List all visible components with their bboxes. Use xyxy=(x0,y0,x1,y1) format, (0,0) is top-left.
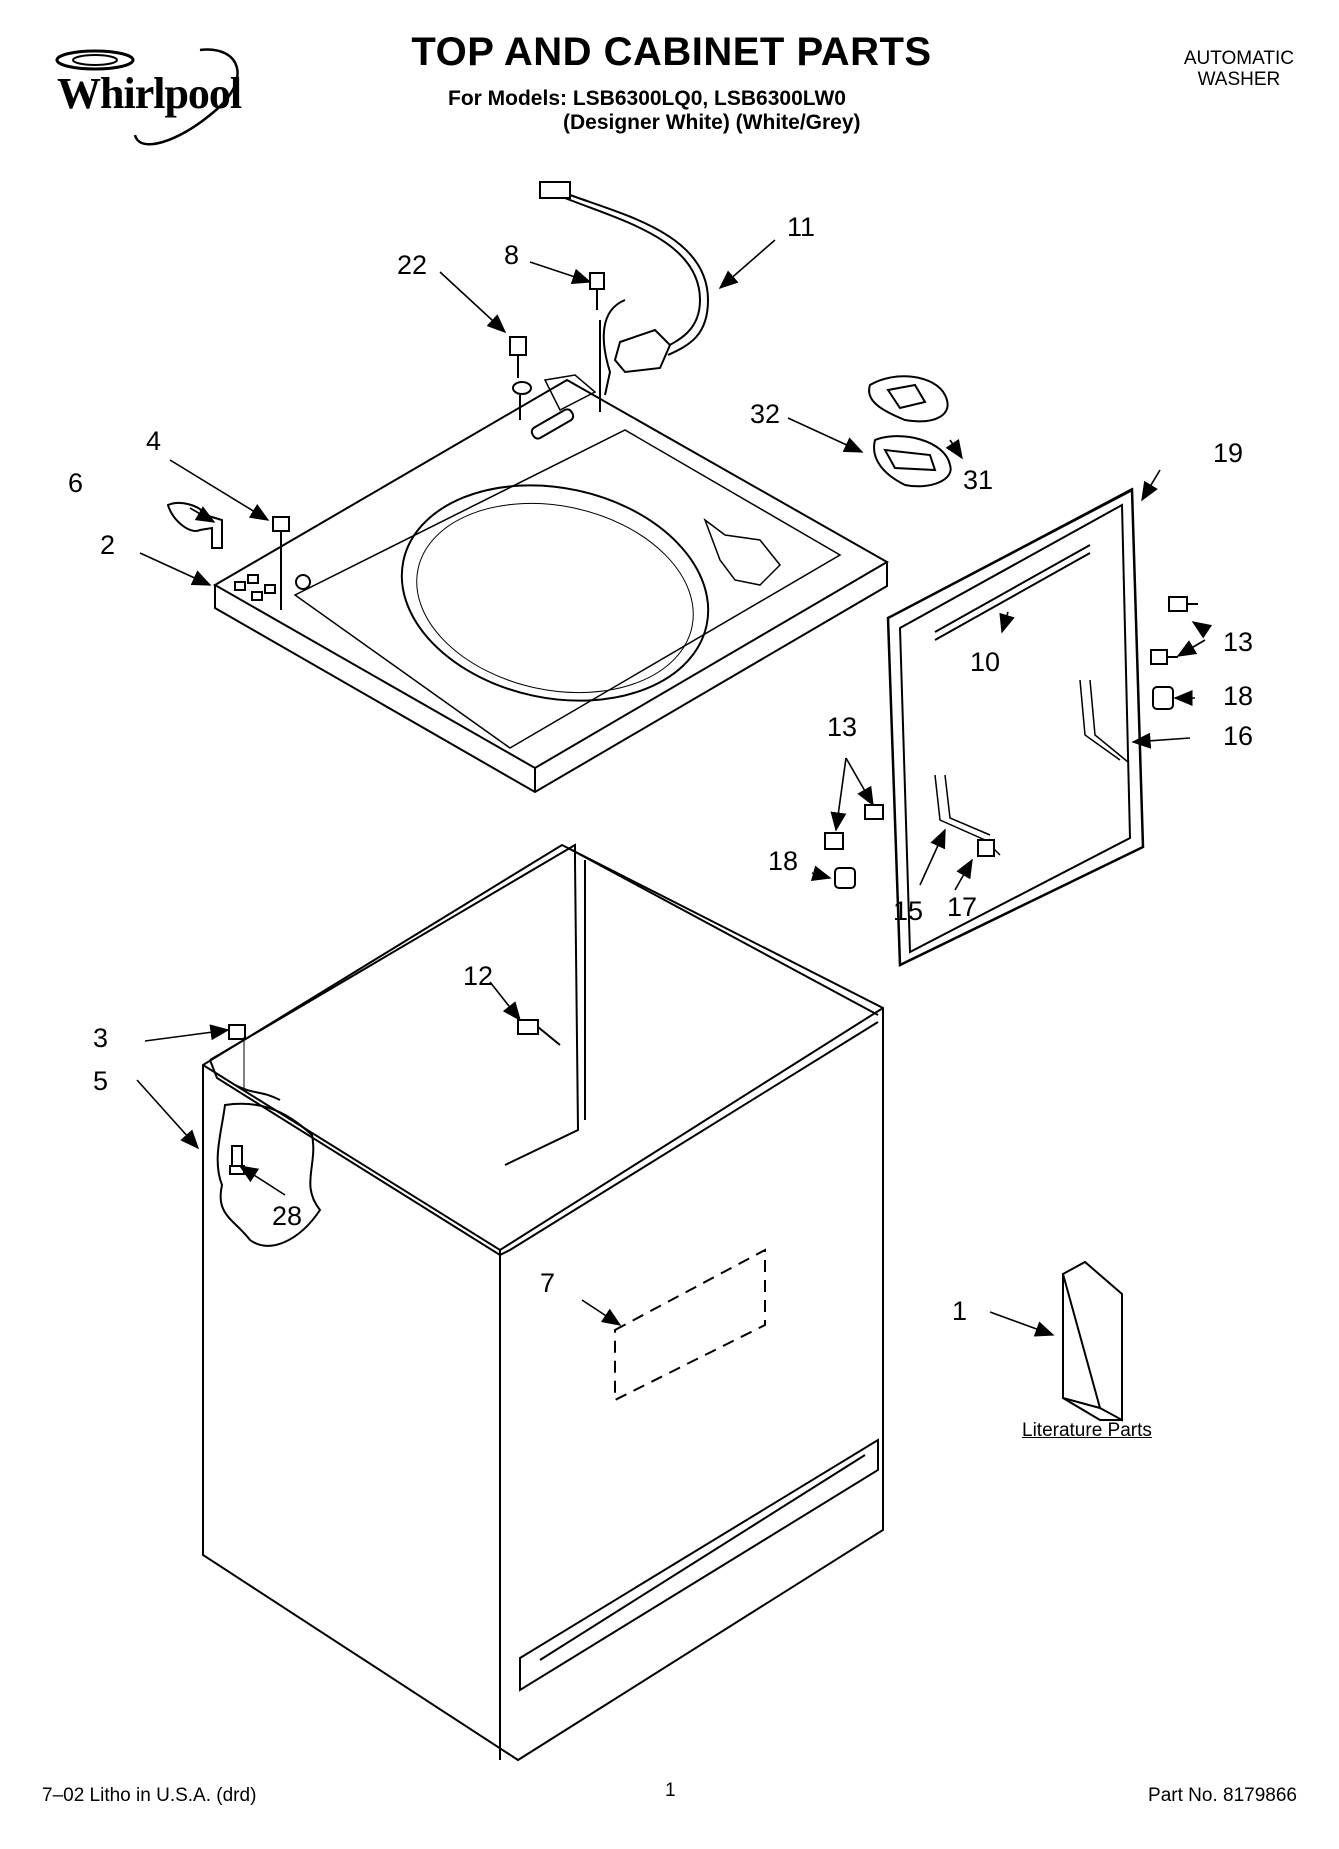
callout-3: 3 xyxy=(93,1023,108,1053)
footer-page-number: 1 xyxy=(665,1780,676,1801)
callout-18-left: 18 xyxy=(768,846,798,876)
washer-cabinet xyxy=(202,843,884,1762)
literature-booklet xyxy=(1061,1260,1123,1422)
callout-13-left: 13 xyxy=(827,712,857,742)
callout-28: 28 xyxy=(272,1201,302,1231)
hinge-caps xyxy=(868,375,952,488)
lid-switch-harness xyxy=(539,181,710,396)
callout-5: 5 xyxy=(93,1066,108,1096)
footer-litho: 7–02 Litho in U.S.A. (drd) xyxy=(42,1785,257,1806)
clip-parts xyxy=(166,502,290,610)
callout-7: 7 xyxy=(540,1268,555,1298)
callout-11: 11 xyxy=(787,212,815,242)
callout-8: 8 xyxy=(504,240,519,270)
callout-12: 12 xyxy=(463,961,493,991)
callout-labels: 1 2 3 4 5 6 7 8 10 11 12 13 13 15 16 17 … xyxy=(68,212,1253,1326)
callout-16: 16 xyxy=(1223,721,1253,751)
footer-part-number: Part No. 8179866 xyxy=(1148,1785,1297,1806)
callout-15: 15 xyxy=(893,896,923,926)
washer-lid xyxy=(824,487,1198,967)
callout-17: 17 xyxy=(947,892,977,922)
callout-4: 4 xyxy=(146,426,161,456)
product-type-line2: WASHER xyxy=(1197,69,1281,90)
callout-10: 10 xyxy=(970,647,1000,677)
callout-2: 2 xyxy=(100,530,115,560)
colors-line: (Designer White) (White/Grey) xyxy=(563,111,861,134)
leader-arrows xyxy=(136,239,1213,1337)
callout-13-right: 13 xyxy=(1223,627,1253,657)
whirlpool-logo xyxy=(40,40,280,160)
callout-31: 31 xyxy=(963,465,993,495)
models-line: For Models: LSB6300LQ0, LSB6300LW0 xyxy=(448,87,846,110)
product-type-line1: AUTOMATIC xyxy=(1183,48,1294,69)
washer-top-panel xyxy=(212,374,890,794)
callout-19: 19 xyxy=(1213,438,1243,468)
callout-1: 1 xyxy=(952,1296,967,1326)
literature-parts-label: Literature Parts xyxy=(1022,1420,1152,1441)
page-title: TOP AND CABINET PARTS xyxy=(411,30,932,74)
callout-6: 6 xyxy=(68,468,83,498)
callout-22: 22 xyxy=(397,250,427,280)
product-type: AUTOMATIC WASHER xyxy=(1184,48,1294,90)
callout-18-right: 18 xyxy=(1223,681,1253,711)
whirlpool-swirl-icon xyxy=(55,48,239,146)
brand-logo-text: Whirlpool xyxy=(57,69,242,118)
callout-32: 32 xyxy=(750,399,780,429)
top-screws xyxy=(509,272,605,420)
